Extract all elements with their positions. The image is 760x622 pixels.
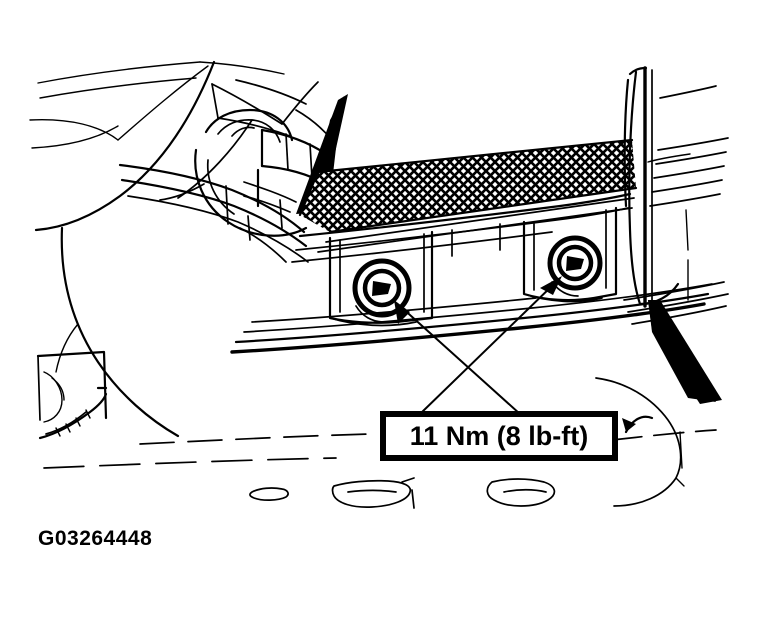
ground-reference-lines — [43, 429, 717, 469]
lower-right-arch — [595, 377, 685, 507]
right-pillar — [623, 66, 729, 308]
rotation-arrow-icon — [622, 415, 654, 434]
lower-right-shadow-wedge — [648, 300, 722, 404]
leader-arrowhead-left — [394, 300, 410, 324]
lower-clip-bracket — [36, 350, 108, 440]
left-panel-outline — [34, 60, 253, 438]
upper-left-body-contours — [29, 61, 285, 149]
bolt-right — [547, 235, 603, 297]
callout-box-frame — [380, 411, 618, 461]
callout-leader-lines — [394, 276, 562, 415]
leader-arrowhead-right — [540, 276, 562, 295]
torque-value-label: 11 Nm (8 lb-ft) — [410, 421, 589, 451]
figure-id-label: G03264448 — [38, 527, 152, 550]
sill-panel-face — [328, 206, 618, 327]
torque-callout-box[interactable]: 11 Nm (8 lb-ft) — [380, 411, 618, 461]
lower-detail-shapes — [249, 477, 556, 509]
center-ledge-lines — [118, 163, 309, 263]
